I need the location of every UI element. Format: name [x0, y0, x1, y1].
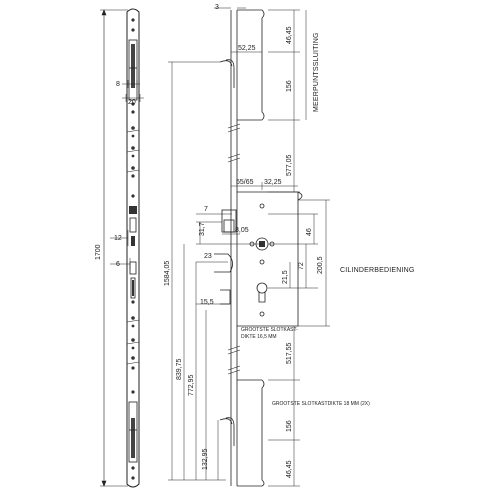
dim-156-top: 156 — [286, 80, 293, 92]
dim-517-55: 517,55 — [286, 342, 293, 364]
dim-577-05: 577,05 — [286, 154, 293, 176]
dim-total-length — [100, 9, 128, 487]
dimension-labels: 1700 8 20 12 6 3 52,25 46,45 156 577,05 … — [95, 4, 324, 478]
dim-200-5: 200,5 — [317, 256, 324, 274]
annotation-labels: MEERPUNTSSLUITING CILINDERBEDIENING GROO… — [241, 32, 415, 407]
dim-15-5: 15,5 — [200, 299, 214, 306]
dim-1584-05: 1584,05 — [164, 261, 171, 286]
dim-23: 23 — [204, 253, 212, 260]
dim-132-95: 132,95 — [202, 448, 209, 470]
dim-55-65: 55/65 — [236, 179, 254, 186]
note-slotkast-18: GROOTSTE SLOTKASTDIKTE 18 MM (2X) — [272, 401, 370, 407]
lock-body — [219, 9, 303, 487]
dim-156-bottom: 156 — [286, 420, 293, 432]
dim-20: 20 — [128, 99, 136, 106]
dim-772-95: 772,95 — [188, 374, 195, 396]
dim-839-75: 839,75 — [176, 358, 183, 380]
dim-7: 7 — [204, 206, 208, 213]
dim-72: 72 — [298, 262, 305, 270]
dim-1700: 1700 — [95, 244, 102, 260]
dim-8-05: 8,05 — [235, 227, 249, 234]
dimension-lines — [168, 7, 330, 487]
dim-31-7: 31,7 — [199, 222, 206, 236]
dim-6: 6 — [116, 261, 120, 268]
note-slotkast-line2: DIKTE 16,5 MM — [241, 334, 277, 340]
dim-8: 8 — [116, 81, 120, 88]
lock-mechanism — [214, 203, 275, 317]
dim-46: 46 — [306, 228, 313, 236]
dim-12: 12 — [114, 235, 122, 242]
dim-21-5: 21,5 — [282, 270, 289, 284]
dim-52-25: 52,25 — [238, 45, 256, 52]
dim-3: 3 — [215, 4, 219, 11]
label-cilinderbediening: CILINDERBEDIENING — [340, 267, 415, 274]
dim-46-45-top: 46,45 — [286, 26, 293, 44]
label-meerpuntssluiting: MEERPUNTSSLUITING — [313, 32, 320, 112]
front-plate — [126, 8, 140, 488]
dim-46-45-bottom: 46,45 — [286, 460, 293, 478]
dim-32-25: 32,25 — [264, 179, 282, 186]
note-slotkast-line1: GROOTSTE SLOTKAST- — [241, 327, 298, 333]
